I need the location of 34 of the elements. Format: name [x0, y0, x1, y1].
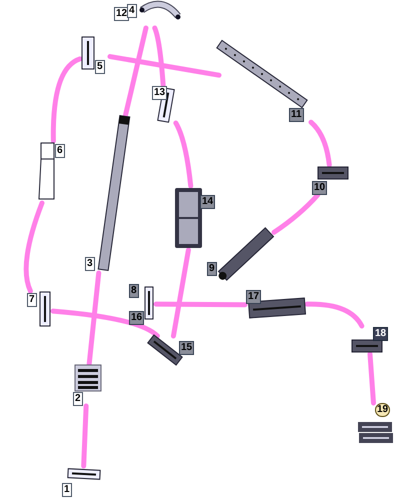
connector-line — [152, 26, 166, 88]
connector-line — [272, 192, 320, 235]
part-number: 4 — [127, 4, 137, 18]
part-number: 5 — [95, 60, 105, 74]
part-number: 12 — [114, 7, 130, 21]
part-number: 10 — [312, 181, 328, 195]
part-number: 11 — [289, 108, 304, 122]
part-number: 18 — [373, 327, 388, 341]
connector-line — [50, 308, 160, 338]
part-number: 19 — [375, 403, 390, 417]
connector-line — [170, 248, 191, 338]
part-number: 16 — [129, 311, 144, 325]
connector-line — [24, 200, 44, 294]
part-number: 15 — [179, 341, 194, 355]
part-number: 3 — [85, 257, 95, 271]
connector-line — [154, 302, 248, 308]
part-number: 17 — [246, 290, 262, 304]
connector-line — [308, 120, 332, 168]
connector-line — [50, 56, 82, 144]
part-number: 9 — [207, 262, 217, 276]
part-number: 2 — [73, 392, 83, 406]
connector-line — [81, 404, 89, 468]
connector-line — [304, 302, 364, 328]
connector-line — [123, 26, 148, 118]
part-number: 13 — [152, 86, 168, 100]
part-number: 6 — [55, 144, 65, 158]
part-number: 8 — [129, 284, 139, 298]
connector-line — [108, 54, 222, 78]
connector-line — [86, 270, 102, 366]
part-number: 1 — [62, 483, 72, 497]
connector-line — [173, 120, 194, 188]
part-number: 7 — [27, 293, 37, 307]
part-number: 14 — [200, 195, 216, 209]
connector-line — [368, 352, 376, 406]
